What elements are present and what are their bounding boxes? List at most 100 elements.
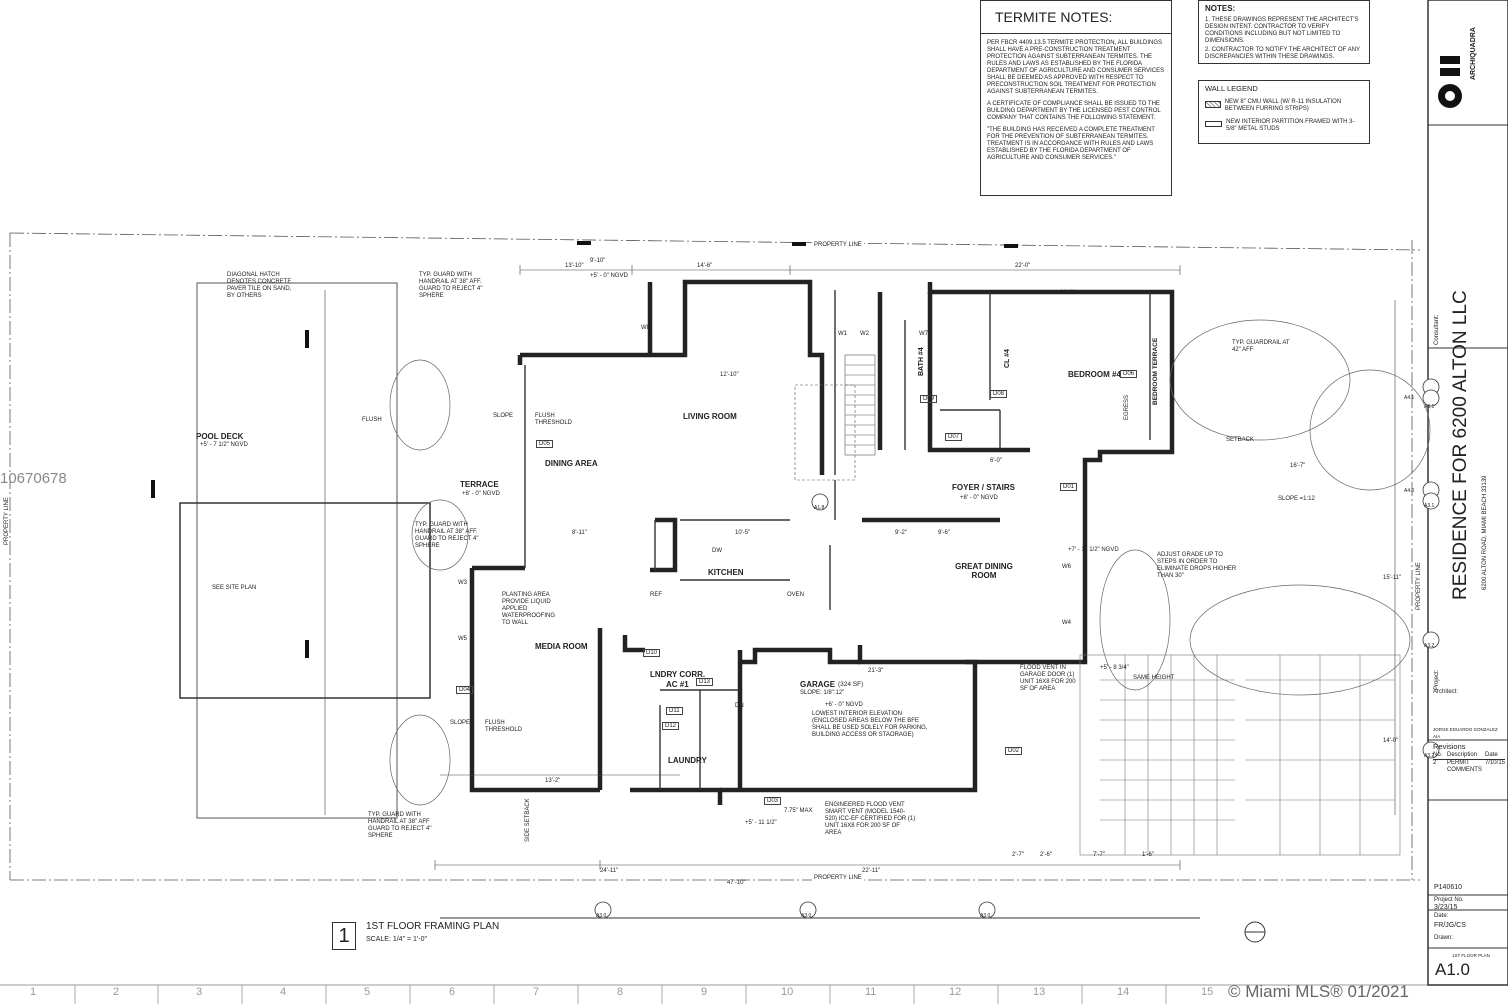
elevation-note-1: +5' - 11 1/2" bbox=[745, 820, 777, 826]
ruler-number: 14 bbox=[1117, 986, 1130, 998]
plan-number-box: 1 bbox=[332, 922, 356, 950]
property-line-bottom-label: PROPERTY LINE bbox=[812, 875, 864, 881]
rev-header-no: No. bbox=[1433, 752, 1443, 758]
door-tag-d07: D07 bbox=[945, 433, 963, 441]
wall-legend-item-2: NEW INTERIOR PARTITION FRAMED WITH 3-5/8… bbox=[1226, 119, 1355, 132]
wall-legend-item-1: NEW 8" CMU WALL (W/ R-11 INSULATION BETW… bbox=[1224, 99, 1342, 112]
door-tag-d09: D09 bbox=[920, 395, 938, 403]
door-tag-d03: D03 bbox=[764, 797, 782, 805]
dimension-12-6: 12'-6" bbox=[1060, 290, 1076, 296]
termite-note-1: PER FBCR 4409.13.5 TERMITE PROTECTION, A… bbox=[987, 40, 1165, 95]
drawn-label: Drawn: bbox=[1434, 935, 1454, 941]
door-tag-d13: D13 bbox=[696, 678, 714, 686]
firm-logo bbox=[1436, 36, 1464, 118]
elevation-note-4: +5' - 0" NGVD bbox=[590, 273, 628, 279]
wall-legend-title: WALL LEGEND bbox=[1205, 84, 1258, 93]
dimension-13-2: 13'-2" bbox=[545, 778, 561, 784]
max-rise-note: 7.75" MAX bbox=[784, 808, 813, 814]
window-tag-w4: W4 bbox=[1062, 620, 1071, 626]
ruler-number: 9 bbox=[701, 986, 708, 998]
dimension-21-3: 21'-3" bbox=[868, 668, 884, 674]
foyer-stairs-label: FOYER / STAIRS bbox=[952, 483, 1015, 492]
dimension-16-7: 16'-7" bbox=[1290, 463, 1306, 469]
see-site-plan-label: SEE SITE PLAN bbox=[212, 585, 257, 591]
garage-area: (324 SF) bbox=[838, 681, 864, 688]
drawn-value: FR/JG/CS bbox=[1434, 922, 1466, 929]
firm-name: ARCHIQUADRA bbox=[1470, 27, 1477, 80]
revisions-table: No. Description Date 2 PERMIT COMMENTS 7… bbox=[1433, 752, 1505, 774]
dimension-2-7: 2'-7" bbox=[1012, 852, 1024, 858]
window-tag-w8: W8 bbox=[641, 325, 650, 331]
general-notes-title: NOTES: bbox=[1205, 4, 1236, 13]
guard-note-bottom: TYP. GUARD WITH HANDRAIL AT 38" AFF GUAR… bbox=[368, 812, 432, 839]
planting-area-note: PLANTING AREA PROVIDE LIQUID APPLIED WAT… bbox=[502, 592, 555, 626]
door-tag-d06: D06 bbox=[1120, 370, 1138, 378]
plan-title: 1ST FLOOR FRAMING PLAN bbox=[366, 921, 500, 932]
pool-deck-elevation: +5' - 7 1/2" NGVD bbox=[200, 442, 248, 448]
dining-area-label: DINING AREA bbox=[545, 459, 598, 468]
flush-note: FLUSH bbox=[362, 417, 382, 423]
terrace-elevation: +8' - 0" NGVD bbox=[462, 491, 500, 497]
project-number: P140610 bbox=[1434, 884, 1463, 891]
ac-closet-label: AC #1 bbox=[666, 680, 689, 689]
garage-slope: SLOPE: 1/8":12" bbox=[800, 690, 845, 696]
foyer-elevation: +8' - 0" NGVD bbox=[960, 495, 998, 501]
dimension-22-11: 22'-11" bbox=[862, 868, 881, 874]
bedroom-terrace-label: BEDROOM TERRACE bbox=[1152, 337, 1159, 405]
ruler-number: 5 bbox=[364, 986, 371, 998]
architect-label: Architect: bbox=[1433, 689, 1459, 695]
ruler-number: 11 bbox=[865, 986, 877, 998]
dimension-10-5: 10'-5" bbox=[735, 530, 751, 536]
property-line-right-label: PROPERTY LINE bbox=[1416, 562, 1422, 610]
pool-deck-label: POOL DECK bbox=[196, 432, 244, 441]
section-ref-a3-1-mid: A3.1 bbox=[1424, 503, 1435, 509]
section-ref-a1-8: A1.8 bbox=[814, 505, 825, 511]
ruler-number: 2 bbox=[113, 986, 120, 998]
door-tag-d01: D01 bbox=[1060, 483, 1078, 491]
dimension-9-6: 9'-6" bbox=[938, 530, 950, 536]
termite-note-2: A CERTIFICATE OF COMPLIANCE SHALL BE ISS… bbox=[987, 101, 1161, 121]
ruler-number: 6 bbox=[449, 986, 456, 998]
down-arrow-note: DN bbox=[735, 703, 744, 709]
listing-id-watermark: 10670678 bbox=[0, 470, 67, 487]
dimension-22-0: 22'-0" bbox=[1015, 263, 1031, 269]
ruler-number: 13 bbox=[1033, 986, 1046, 998]
lowest-elevation-note: LOWEST INTERIOR ELEVATION (ENCLOSED AREA… bbox=[812, 711, 928, 738]
great-dining-room-label: GREAT DINING ROOM bbox=[955, 562, 1013, 580]
slope-note-bottom: SLOPE bbox=[450, 720, 471, 726]
project-label: Project: bbox=[1434, 669, 1440, 690]
date-label: Date: bbox=[1434, 913, 1449, 919]
adjust-grade-note: ADJUST GRADE UP TO STEPS IN ORDER TO ELI… bbox=[1157, 552, 1237, 579]
general-note-2: 2. CONTRACTOR TO NOTIFY THE ARCHITECT OF… bbox=[1205, 47, 1360, 60]
engineered-flood-vent-note: ENGINEERED FLOOD VENT SMART VENT (MODEL … bbox=[825, 802, 916, 836]
laundry-label: LAUNDRY bbox=[668, 756, 707, 765]
rev-row-desc: PERMIT COMMENTS bbox=[1446, 760, 1482, 773]
door-tag-d02: D02 bbox=[1005, 747, 1023, 755]
door-tag-d11: D11 bbox=[666, 707, 683, 715]
cmu-wall-swatch bbox=[1205, 101, 1221, 108]
dimension-24-11: 24'-11" bbox=[600, 868, 619, 874]
bedroom-4-label: BEDROOM #4 bbox=[1068, 370, 1121, 379]
window-tag-w5: W5 bbox=[458, 636, 467, 642]
rev-header-desc: Description bbox=[1447, 752, 1478, 758]
flush-threshold-note-bottom: FLUSH THRESHOLD bbox=[485, 720, 523, 733]
kitchen-label: KITCHEN bbox=[708, 568, 744, 577]
dimension-14-0: 14'-0" bbox=[1383, 738, 1399, 744]
plan-number: 1 bbox=[338, 924, 350, 947]
door-tag-d10: D10 bbox=[643, 649, 661, 657]
ruler-number: 8 bbox=[617, 986, 624, 998]
property-line-top-label: PROPERTY LINE bbox=[812, 242, 864, 248]
dimension-7-7: 7'-7" bbox=[1093, 852, 1105, 858]
setback-note: SETBACK bbox=[1226, 437, 1255, 443]
dishwasher-label: DW bbox=[712, 548, 722, 554]
ruler-number: 3 bbox=[196, 986, 203, 998]
sheet-number: A1.0 bbox=[1435, 960, 1470, 979]
ruler-number: 7 bbox=[533, 986, 540, 998]
dimension-14-6: 14'-6" bbox=[697, 263, 713, 269]
window-tag-w3: W3 bbox=[458, 580, 467, 586]
mls-copyright-watermark: © Miami MLS® 01/2021 bbox=[1228, 982, 1409, 1001]
door-tag-d05: D05 bbox=[536, 440, 554, 448]
property-line-left-label: PROPERTY LINE bbox=[4, 497, 10, 545]
date-value: 3/23/15 bbox=[1434, 904, 1458, 911]
